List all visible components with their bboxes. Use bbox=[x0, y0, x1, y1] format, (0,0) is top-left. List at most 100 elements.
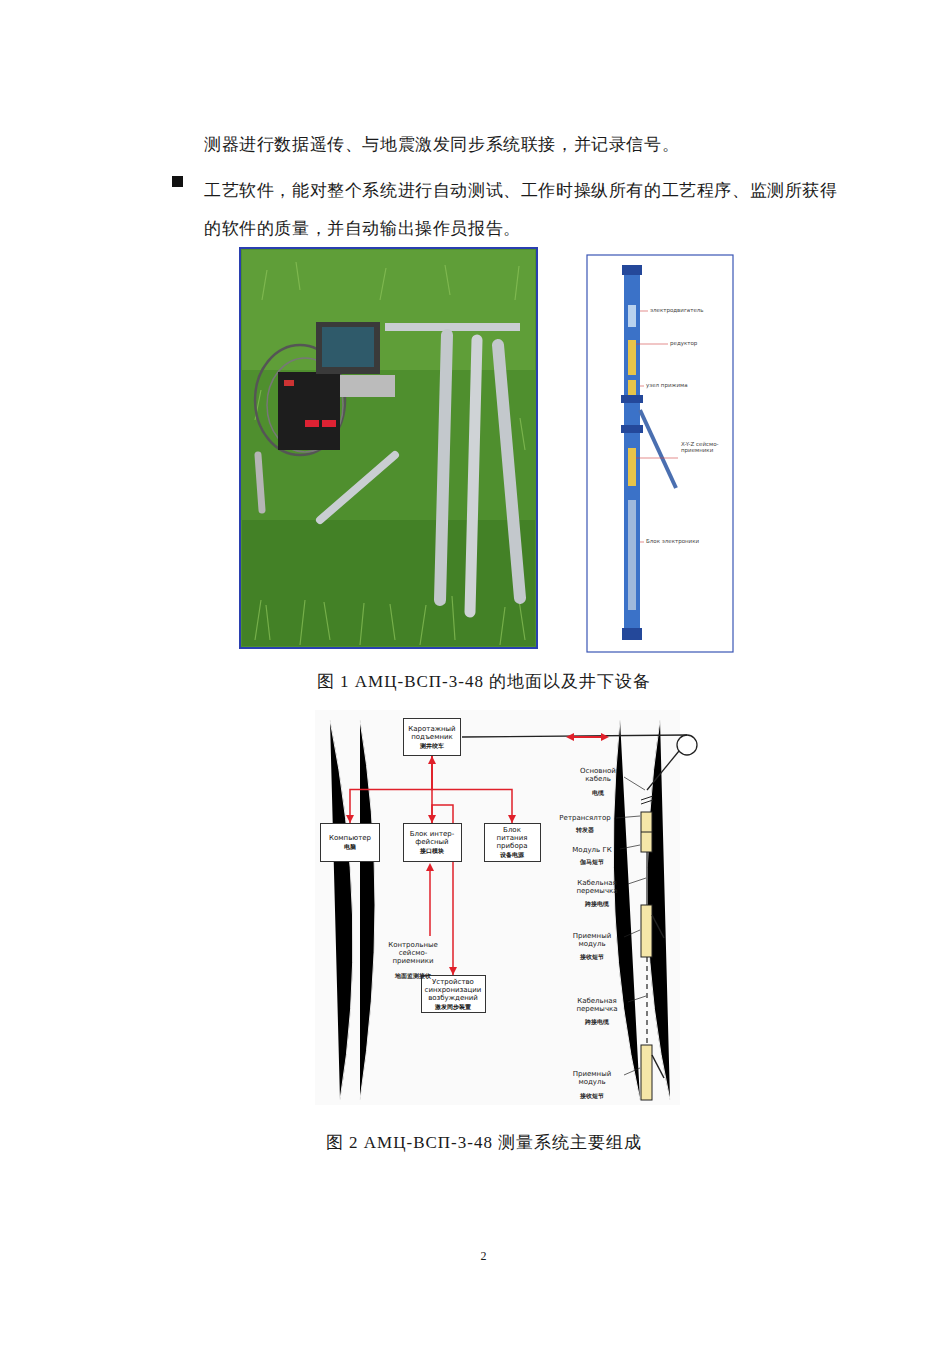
drawing-part bbox=[677, 735, 697, 755]
process-box: Блок питания прибора设备电源 bbox=[484, 823, 541, 862]
drawing-part bbox=[440, 335, 447, 600]
label: электродвигатель bbox=[650, 307, 730, 313]
process-box: Блок интер- фейсный接口模块 bbox=[403, 823, 462, 862]
drawing-part bbox=[628, 878, 646, 884]
drawing-part bbox=[647, 751, 679, 790]
drawing-part bbox=[628, 448, 636, 486]
box-title: Устройство синхронизации возбуждений bbox=[425, 978, 482, 1002]
box-subtitle: 测井绞车 bbox=[420, 742, 444, 749]
drawing-part bbox=[566, 733, 609, 741]
drawing-part bbox=[240, 248, 537, 648]
drawing-part bbox=[620, 845, 640, 849]
label: X-Y-Z сейсмо- приемники bbox=[681, 441, 729, 454]
drawing-part bbox=[628, 340, 636, 375]
drawing-part bbox=[628, 305, 636, 327]
box-title: Компьютер bbox=[329, 834, 371, 842]
label: 工艺软件，能对整个系统进行自动测试、工作时操纵所有的工艺程序、监测所获得的软件的… bbox=[204, 172, 840, 248]
label: Основной кабель bbox=[572, 767, 624, 783]
drawing-part bbox=[470, 340, 477, 612]
drawing-part bbox=[340, 375, 395, 397]
drawing-part bbox=[640, 386, 644, 387]
label: узел прижима bbox=[646, 382, 730, 388]
label: Приемный модуль bbox=[564, 1070, 620, 1086]
drawing-part bbox=[255, 262, 525, 645]
drawing-part bbox=[498, 345, 520, 598]
drawing-part bbox=[315, 710, 680, 1105]
box-subtitle: 设备电源 bbox=[500, 851, 524, 858]
label: 伽马短节 bbox=[572, 859, 612, 865]
drawing-part bbox=[640, 311, 648, 312]
drawing-part bbox=[652, 915, 664, 938]
drawing-part bbox=[641, 1045, 652, 1100]
drawing-part bbox=[641, 796, 653, 800]
drawing-part bbox=[652, 1055, 664, 1078]
drawing-part bbox=[462, 735, 687, 737]
label: 跨接电缆 bbox=[577, 1019, 617, 1025]
label: 接收短节 bbox=[572, 954, 612, 960]
drawing-part bbox=[616, 777, 646, 1075]
drawing-part bbox=[624, 1068, 640, 1075]
downhole-string bbox=[426, 733, 697, 1100]
drawing-part bbox=[322, 420, 336, 427]
figure-caption: 图 2 АМЦ-ВСП-3-48 测量系统主要组成 bbox=[264, 1133, 704, 1153]
drawing-part bbox=[429, 870, 431, 936]
label: Контрольные сейсмо- приемники bbox=[384, 941, 442, 965]
box-title: Блок питания прибора bbox=[488, 826, 537, 850]
label: 2 bbox=[469, 1250, 499, 1264]
drawing-part bbox=[621, 395, 643, 403]
drawing-part bbox=[646, 957, 647, 1045]
label: Модуль ГК bbox=[565, 846, 619, 854]
label: Кабельная перемычка bbox=[566, 997, 628, 1013]
drawing-part bbox=[316, 322, 380, 374]
drawing-part bbox=[624, 777, 645, 790]
label: 转发器 bbox=[565, 827, 605, 833]
label: 接收短节 bbox=[572, 1093, 612, 1099]
drawing-part bbox=[622, 265, 642, 275]
drawing-part bbox=[628, 996, 646, 1002]
drawing-part bbox=[305, 420, 319, 427]
label: 测器进行数据遥传、与地震激发同步系统联接，并记录信号。 bbox=[204, 134, 864, 156]
figure2-ground bbox=[315, 710, 680, 1105]
drawing-part bbox=[587, 255, 733, 652]
drawing-part bbox=[621, 425, 643, 433]
label: Блок электроники bbox=[646, 538, 730, 544]
label: 图 1 АМЦ-ВСП-3-48 的地面以及井下设备 bbox=[264, 672, 704, 692]
drawing-part bbox=[322, 327, 374, 367]
photo bbox=[240, 248, 537, 648]
label: редуктор bbox=[670, 340, 730, 346]
connector-arrow bbox=[350, 756, 432, 823]
label: 跨接电缆 bbox=[577, 901, 617, 907]
drawing-part bbox=[641, 800, 653, 804]
box-title: Каротажный подъемник bbox=[407, 725, 457, 741]
drawing-part bbox=[330, 720, 670, 1100]
drawing-part bbox=[570, 736, 605, 738]
label: 地面监测接收 bbox=[385, 973, 441, 979]
drawing-part bbox=[616, 816, 640, 818]
drawing-part bbox=[646, 852, 647, 905]
drawing-part bbox=[641, 812, 652, 852]
box-subtitle: 接口模块 bbox=[420, 847, 444, 854]
label: 电缆 bbox=[578, 790, 618, 796]
drawing-part bbox=[278, 372, 340, 450]
bullet-square bbox=[172, 176, 183, 187]
tool-drawing bbox=[587, 255, 733, 652]
drawing-part bbox=[622, 628, 642, 640]
drawing-part bbox=[628, 500, 636, 610]
drawing-part bbox=[320, 455, 395, 520]
drawing-part bbox=[255, 262, 525, 645]
drawing-part bbox=[640, 410, 676, 488]
process-box: Каротажный подъемник测井绞车 bbox=[403, 718, 461, 756]
label: Приемный модуль bbox=[564, 932, 620, 948]
box-subtitle: 激发同步装置 bbox=[435, 1003, 471, 1010]
drawing-part bbox=[284, 380, 294, 386]
drawing-part bbox=[385, 323, 520, 331]
drawing-part bbox=[242, 250, 535, 370]
process-box: Компьютер电脑 bbox=[320, 823, 380, 862]
drawing-part bbox=[640, 542, 644, 543]
drawing-part bbox=[641, 832, 652, 833]
label: Кабельная перемычка bbox=[566, 879, 628, 895]
drawing-part bbox=[624, 265, 640, 640]
process-box: Устройство синхронизации возбуждений激发同步… bbox=[421, 975, 486, 1013]
drawing-part bbox=[258, 455, 262, 510]
